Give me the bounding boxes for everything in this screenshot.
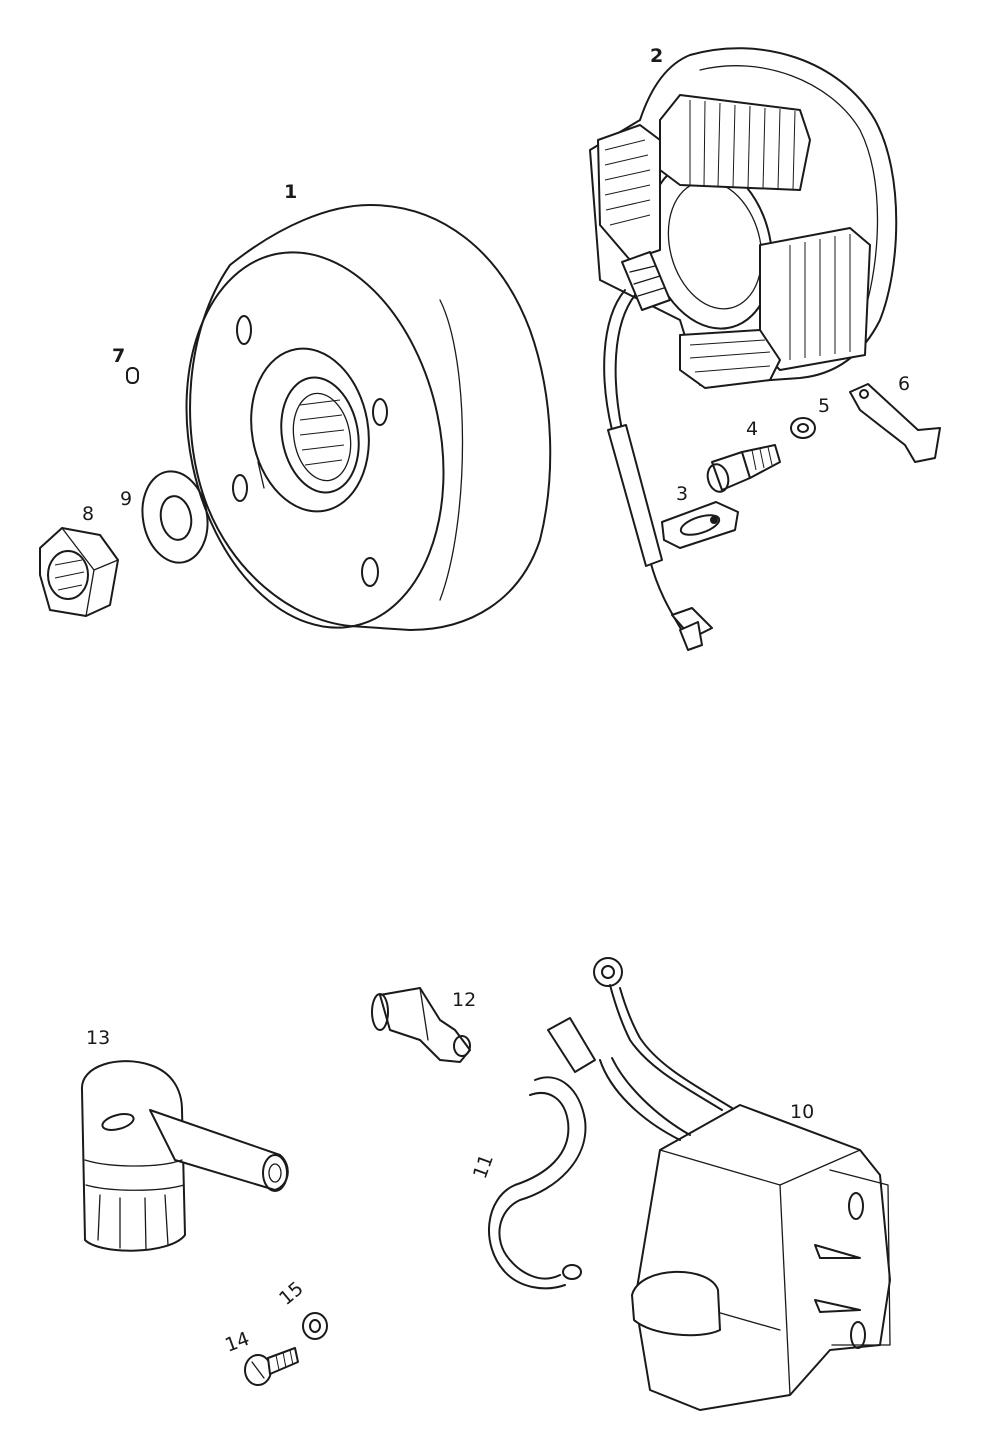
callout-4: 4 bbox=[746, 418, 758, 440]
socket-screw-icon bbox=[706, 444, 781, 493]
ground-cable-icon bbox=[488, 1076, 587, 1290]
stator-plate-icon bbox=[589, 47, 898, 651]
bracket-icon bbox=[849, 383, 941, 463]
callout-7: 7 bbox=[112, 345, 125, 367]
callout-15: 15 bbox=[275, 1277, 308, 1309]
clamp-plate-icon bbox=[661, 501, 739, 549]
callout-8: 8 bbox=[82, 503, 94, 525]
callout-12: 12 bbox=[452, 989, 476, 1011]
callout-1: 1 bbox=[284, 181, 297, 203]
rubber-sleeve-icon bbox=[371, 987, 471, 1063]
spark-plug-cap-icon bbox=[80, 1060, 289, 1252]
callout-11: 11 bbox=[469, 1151, 498, 1181]
washer-icon bbox=[302, 1312, 328, 1340]
flywheel-rotor-icon bbox=[185, 204, 552, 631]
washer-icon bbox=[141, 470, 209, 564]
hex-nut-icon bbox=[39, 527, 119, 617]
callout-3: 3 bbox=[676, 483, 688, 505]
callout-10: 10 bbox=[790, 1101, 814, 1123]
ignition-coil-icon bbox=[547, 957, 891, 1411]
washer-icon bbox=[790, 417, 816, 439]
callout-13: 13 bbox=[86, 1027, 110, 1049]
callout-6: 6 bbox=[898, 373, 910, 395]
callout-14: 14 bbox=[222, 1328, 252, 1357]
callout-5: 5 bbox=[818, 395, 830, 417]
woodruff-key-icon bbox=[126, 367, 139, 384]
screw-icon bbox=[244, 1347, 299, 1386]
callout-2: 2 bbox=[650, 45, 663, 67]
callout-9: 9 bbox=[120, 488, 132, 510]
